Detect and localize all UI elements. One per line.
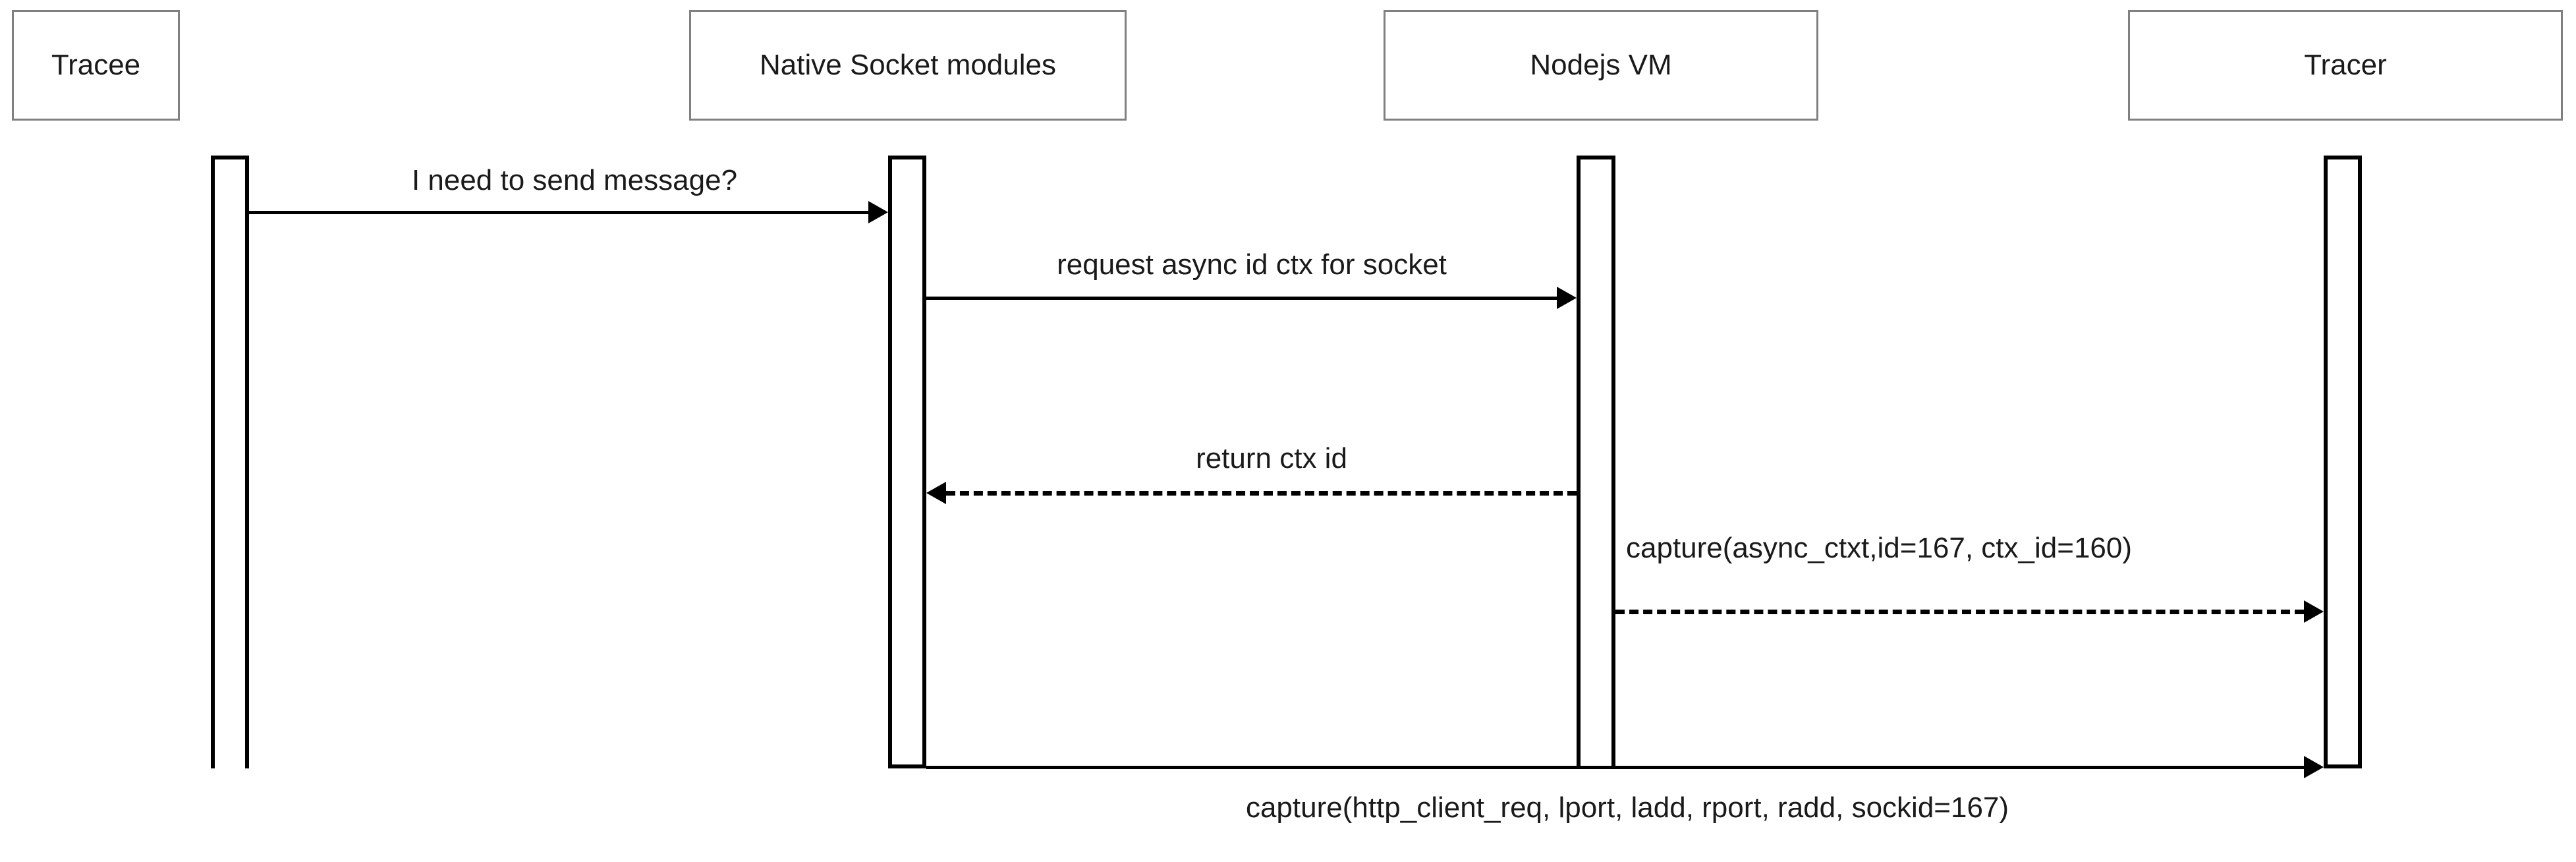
participant-label-nodejs-vm: Nodejs VM — [1530, 48, 1672, 81]
activation-bar-tracer — [2324, 156, 2362, 768]
message-line-1 — [249, 211, 874, 214]
message-label-3: return ctx id — [1196, 442, 1347, 474]
participant-box-native-socket-modules[interactable]: Native Socket modules — [689, 10, 1127, 121]
message-label-5: capture(http_client_req, lport, ladd, rp… — [1245, 791, 2009, 824]
message-arrowhead-5 — [2304, 756, 2324, 778]
message-label-2: request async id ctx for socket — [1057, 248, 1447, 281]
participant-label-tracee: Tracee — [51, 48, 141, 81]
message-arrowhead-4 — [2304, 600, 2324, 623]
activation-bar-tracee — [211, 156, 249, 768]
message-arrowhead-2 — [1557, 287, 1577, 309]
message-line-5 — [926, 766, 2304, 769]
participant-label-native-socket-modules: Native Socket modules — [760, 48, 1056, 81]
participant-box-nodejs-vm[interactable]: Nodejs VM — [1384, 10, 1818, 121]
participant-label-tracer: Tracer — [2304, 48, 2387, 81]
participant-box-tracer[interactable]: Tracer — [2128, 10, 2563, 121]
message-arrowhead-3 — [926, 482, 946, 504]
message-line-3 — [946, 491, 1577, 496]
message-arrowhead-1 — [868, 201, 888, 223]
message-label-4: capture(async_ctxt,id=167, ctx_id=160) — [1626, 532, 2133, 564]
message-line-2 — [926, 297, 1557, 300]
message-label-1: I need to send message? — [411, 164, 738, 196]
message-line-4 — [1615, 610, 2304, 614]
activation-bar-native-socket-modules — [888, 156, 926, 768]
activation-bar-nodejs-vm — [1577, 156, 1615, 768]
participant-box-tracee[interactable]: Tracee — [12, 10, 180, 121]
